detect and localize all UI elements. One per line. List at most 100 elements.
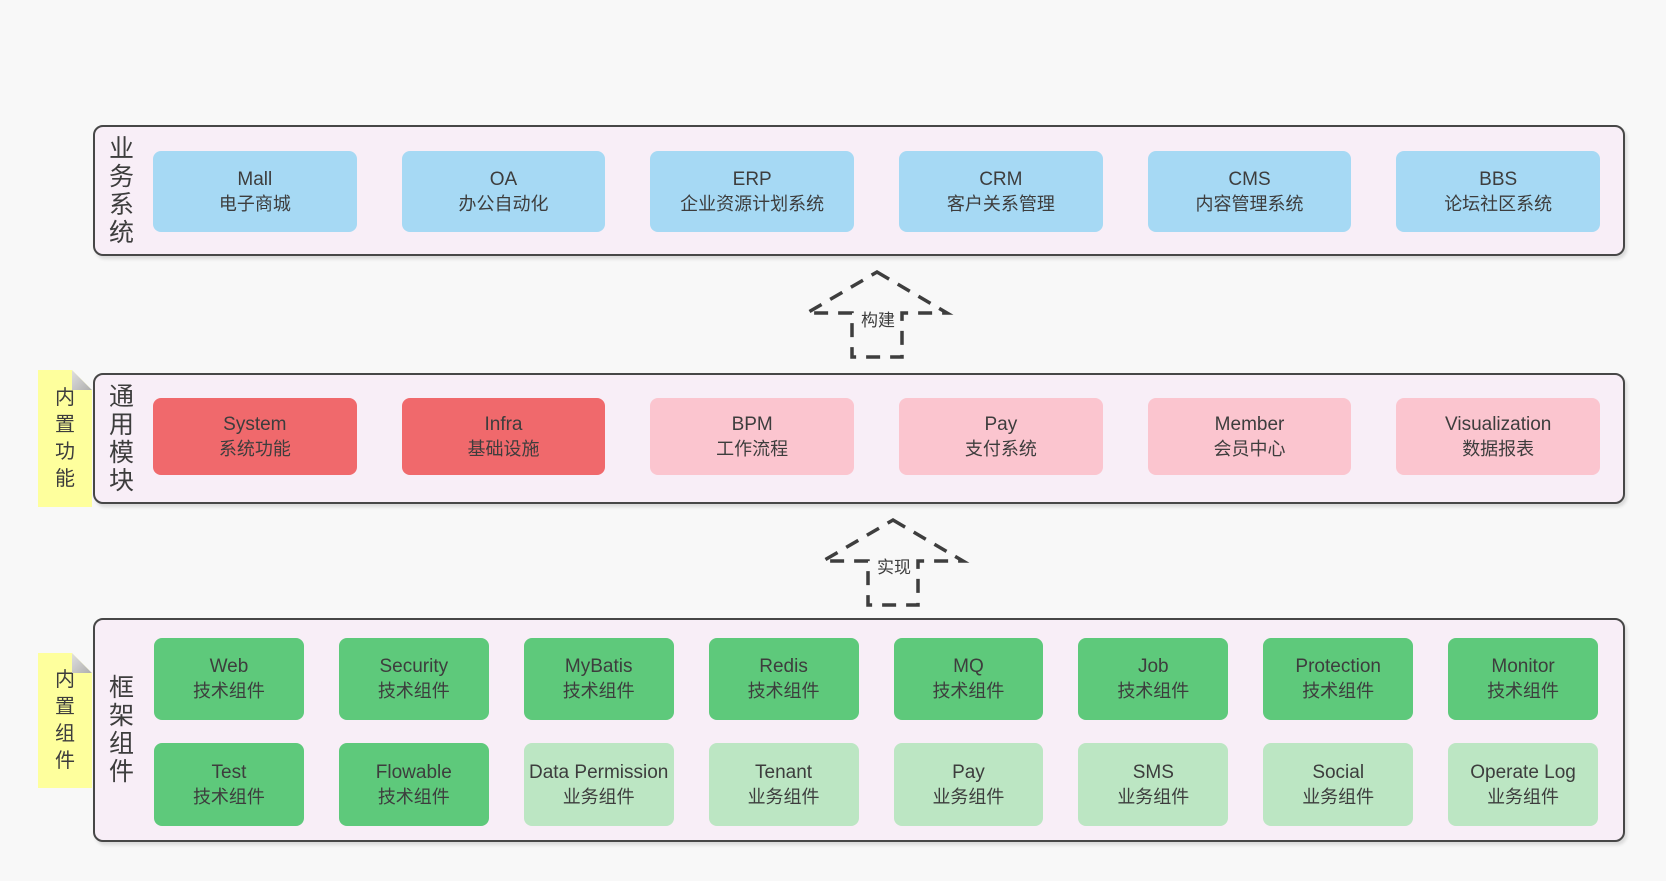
build-arrow-label: 构建 [858,310,898,332]
layer-label-business: 业务系统 [108,134,134,247]
box-subtitle: 技术组件 [747,681,820,701]
box-title: Monitor [1491,656,1555,677]
box-title: Social [1312,761,1365,783]
box-redis: Redis 技术组件 [708,638,859,720]
box-oa: OA 办公自动化 [401,151,606,232]
box-mall: Mall 电子商城 [153,151,357,232]
note-text: 内置组件 [55,668,75,772]
note-fold-icon [72,653,92,673]
box-job: Job 技术组件 [1078,638,1229,720]
box-subtitle: 技术组件 [1302,681,1375,701]
box-cms: CMS 内容管理系统 [1147,151,1352,232]
box-title: Infra [484,413,523,435]
components-box-row-2: Test 技术组件 Flowable 技术组件 Data Permission … [154,743,1598,826]
box-system: System 系统功能 [153,398,357,475]
box-title: ERP [732,168,772,190]
box-subtitle: 企业资源计划系统 [680,193,825,214]
box-title: Data Permission [528,761,669,783]
box-title: CMS [1228,168,1271,190]
note-builtin-features: 内置功能 [38,370,92,507]
box-data-permission: Data Permission 业务组件 [523,743,674,826]
box-title: OA [489,168,518,190]
box-title: Flowable [375,761,452,783]
box-social: Social 业务组件 [1263,743,1414,826]
box-title: BBS [1479,168,1518,190]
box-title: Operate Log [1470,761,1576,783]
box-title: Pay [952,761,985,783]
layer-label-modules: 通用模块 [108,382,134,495]
box-pay-module: Pay 支付系统 [899,398,1103,475]
box-title: Tenant [755,761,813,783]
box-operate-log: Operate Log 业务组件 [1448,743,1598,826]
box-subtitle: 论坛社区系统 [1444,193,1553,214]
implement-arrow-icon [816,517,970,607]
box-title: Member [1214,413,1285,435]
box-pay-component: Pay 业务组件 [893,743,1044,826]
box-subtitle: 系统功能 [218,438,291,459]
box-mybatis: MyBatis 技术组件 [523,638,674,720]
box-title: Redis [759,656,808,677]
box-subtitle: 数据报表 [1462,438,1535,459]
box-title: SMS [1132,761,1174,783]
box-test: Test 技术组件 [154,743,304,826]
note-builtin-components: 内置组件 [38,653,92,788]
box-title: Security [379,656,449,677]
box-title: Job [1137,656,1169,677]
box-subtitle: 技术组件 [192,681,265,701]
box-flowable: Flowable 技术组件 [338,743,489,826]
box-sms: SMS 业务组件 [1078,743,1229,826]
box-subtitle: 技术组件 [377,786,450,807]
box-protection: Protection 技术组件 [1263,638,1414,720]
box-subtitle: 业务组件 [562,786,635,807]
components-box-row-1: Web 技术组件 Security 技术组件 MyBatis 技术组件 Redi… [154,638,1598,720]
box-subtitle: 工作流程 [716,438,789,459]
modules-box-row: System 系统功能 Infra 基础设施 BPM 工作流程 Pay 支付系统… [153,398,1601,475]
box-title: Mall [237,168,273,190]
box-security: Security 技术组件 [338,638,489,720]
box-subtitle: 业务组件 [747,786,820,807]
box-subtitle: 技术组件 [932,681,1005,701]
layer-label-components: 框架组件 [108,674,134,786]
box-subtitle: 支付系统 [964,438,1037,459]
box-mq: MQ 技术组件 [893,638,1044,720]
implement-arrow-label: 实现 [874,557,914,579]
box-title: Pay [984,413,1018,435]
box-title: Visualization [1445,413,1552,435]
layer-framework-components: 框架组件 Web 技术组件 Security 技术组件 MyBatis 技术组件… [93,618,1625,842]
box-tenant: Tenant 业务组件 [708,743,859,826]
box-subtitle: 内容管理系统 [1195,193,1304,214]
note-text: 内置功能 [55,386,75,490]
layer-business-systems: 业务系统 Mall 电子商城 OA 办公自动化 ERP 企业资源计划系统 CRM… [93,125,1625,256]
box-erp: ERP 企业资源计划系统 [650,151,855,232]
box-title: MyBatis [564,656,633,677]
box-title: System [223,413,287,435]
box-subtitle: 基础设施 [467,438,540,459]
box-member: Member 会员中心 [1147,398,1352,475]
box-subtitle: 客户关系管理 [946,193,1055,214]
note-fold-icon [72,370,92,390]
box-subtitle: 技术组件 [1487,681,1560,701]
box-visualization: Visualization 数据报表 [1396,398,1601,475]
box-bpm: BPM 工作流程 [650,398,855,475]
build-arrow-icon [800,269,954,359]
box-subtitle: 业务组件 [932,786,1005,807]
layer-common-modules: 通用模块 System 系统功能 Infra 基础设施 BPM 工作流程 Pay… [93,373,1625,504]
box-title: MQ [953,656,984,677]
box-subtitle: 技术组件 [562,681,635,701]
box-subtitle: 技术组件 [1117,681,1190,701]
box-infra: Infra 基础设施 [401,398,606,475]
box-title: BPM [731,413,773,435]
box-subtitle: 电子商城 [218,193,291,214]
box-subtitle: 业务组件 [1117,786,1190,807]
box-web: Web 技术组件 [154,638,304,720]
box-subtitle: 技术组件 [192,786,265,807]
box-bbs: BBS 论坛社区系统 [1396,151,1601,232]
box-subtitle: 业务组件 [1302,786,1375,807]
box-subtitle: 会员中心 [1213,438,1286,459]
box-title: CRM [979,168,1023,190]
box-title: Protection [1295,656,1381,677]
box-monitor: Monitor 技术组件 [1448,638,1598,720]
box-subtitle: 办公自动化 [458,193,549,214]
box-crm: CRM 客户关系管理 [899,151,1103,232]
